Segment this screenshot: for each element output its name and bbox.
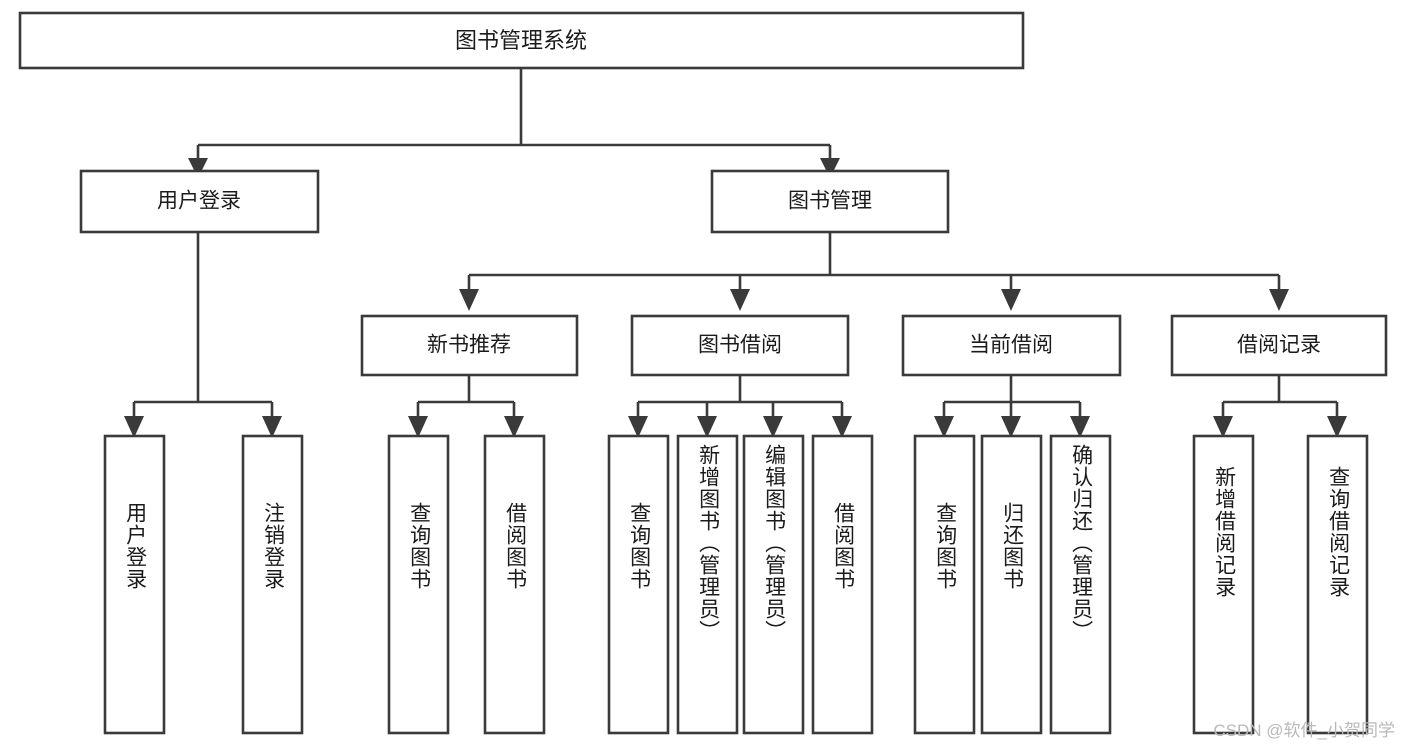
arrow-to-leaf-add-book-admin — [697, 416, 717, 438]
node-leaf-add-record[interactable] — [1192, 434, 1255, 735]
node-current-borrow[interactable] — [901, 314, 1122, 377]
node-book-manage[interactable] — [710, 169, 950, 234]
arrow-to-new-book-rec — [459, 289, 479, 311]
node-new-book-rec[interactable] — [360, 314, 579, 377]
arrow-to-leaf-return-book — [1001, 416, 1021, 438]
arrow-to-current-borrow — [1001, 289, 1021, 311]
connector-bookborrow-to-leaves — [636, 375, 844, 420]
node-user-login-label: 用户登录 — [157, 190, 241, 213]
arrow-to-leaf-borrow-book-1 — [504, 416, 524, 438]
arrow-to-leaf-edit-book-admin — [763, 416, 783, 438]
arrow-to-leaf-borrow-book-2 — [832, 416, 852, 438]
arrow-to-leaf-user-login — [124, 416, 144, 438]
node-root[interactable] — [18, 11, 1025, 70]
node-leaf-borrow-book-1[interactable] — [483, 434, 546, 735]
arrow-to-leaf-query-book-2 — [628, 416, 648, 438]
connector-userlogin-to-leaves — [132, 232, 274, 420]
node-borrow-record[interactable] — [1170, 314, 1388, 377]
connector-borrowrecord-to-leaves — [1221, 375, 1339, 420]
node-leaf-query-book-3[interactable] — [913, 434, 976, 735]
node-user-login[interactable] — [79, 169, 320, 234]
arrow-to-leaf-add-record — [1213, 416, 1233, 438]
node-root-label: 图书管理系统 — [455, 28, 587, 53]
node-borrow-record-label: 借阅记录 — [1237, 334, 1321, 357]
node-leaf-logout[interactable] — [241, 434, 304, 735]
node-leaf-edit-book-admin[interactable] — [742, 434, 805, 735]
node-new-book-rec-label: 新书推荐 — [427, 334, 511, 357]
connector-newbook-to-leaves — [416, 375, 516, 420]
node-book-borrow[interactable] — [630, 314, 850, 377]
node-book-manage-label: 图书管理 — [788, 190, 872, 213]
node-leaf-query-book-1[interactable] — [387, 434, 450, 735]
node-leaf-add-book-admin[interactable] — [676, 434, 739, 735]
arrow-to-book-borrow — [730, 289, 750, 311]
arrow-to-leaf-logout — [262, 416, 282, 438]
arrow-to-leaf-query-book-3 — [934, 416, 954, 438]
node-current-borrow-label: 当前借阅 — [969, 334, 1053, 357]
arrow-to-leaf-query-record — [1327, 416, 1347, 438]
arrow-to-leaf-query-book-1 — [408, 416, 428, 438]
node-leaf-return-book[interactable] — [980, 434, 1043, 735]
node-leaf-user-login[interactable] — [103, 434, 166, 735]
node-leaf-confirm-return-admin[interactable] — [1049, 434, 1112, 735]
node-book-borrow-label: 图书借阅 — [698, 334, 782, 357]
connector-currentborrow-to-leaves — [942, 375, 1082, 420]
connector-bookmanage-to-level3 — [467, 232, 1281, 292]
node-leaf-query-record[interactable] — [1306, 434, 1369, 735]
node-leaf-borrow-book-2[interactable] — [811, 434, 874, 735]
arrow-to-borrow-record — [1269, 289, 1289, 311]
arrow-to-leaf-confirm-return — [1070, 416, 1090, 438]
connector-root-to-level2 — [196, 68, 832, 160]
node-leaf-query-book-2[interactable] — [607, 434, 670, 735]
watermark-text: CSDN @软件_小贺同学 — [1213, 721, 1395, 740]
arrow-to-book-manage — [820, 158, 840, 178]
arrow-to-user-login — [188, 158, 208, 178]
